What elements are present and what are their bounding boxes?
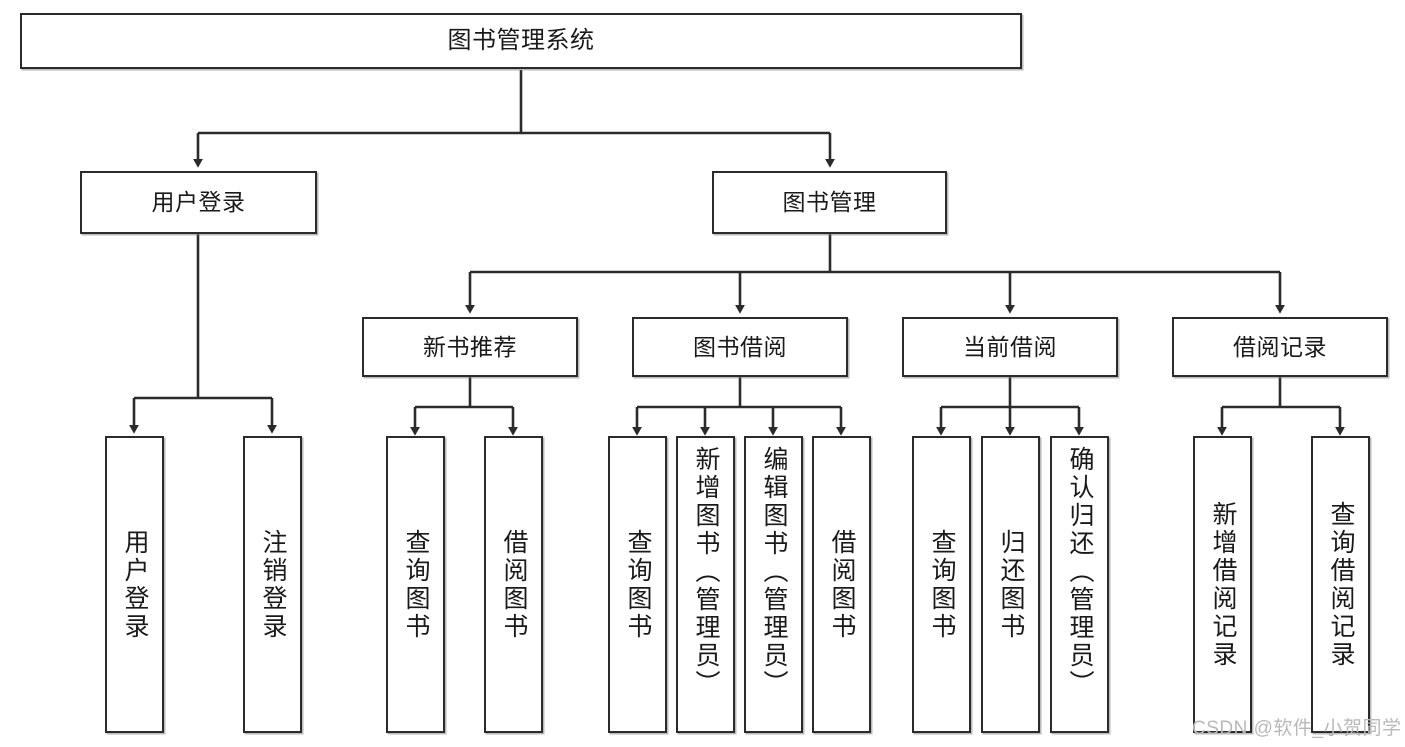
leaf-borrow-book-recommend[interactable]: 借阅图书 (484, 436, 543, 733)
leaf-logout[interactable]: 注销登录 (243, 436, 302, 733)
leaf-borrow-book[interactable]: 借阅图书 (812, 436, 871, 733)
leaf-query-borrow-record[interactable]: 查询借阅记录 (1311, 436, 1370, 733)
leaf-query-book-recommend[interactable]: 查询图书 (386, 436, 445, 733)
node-label: 图书管理 (782, 189, 877, 216)
node-label: 图书借阅 (693, 333, 787, 360)
node-label: 借阅图书 (500, 528, 528, 641)
node-label: 新增图书（管理员） (692, 446, 720, 698)
leaf-return-book[interactable]: 归还图书 (981, 436, 1040, 733)
leaf-confirm-return-admin[interactable]: 确认归还（管理员） (1050, 436, 1109, 733)
node-root-system[interactable]: 图书管理系统 (20, 13, 1022, 69)
node-label: 用户登录 (151, 189, 246, 216)
node-label: 新增借阅记录 (1209, 500, 1237, 669)
node-new-book-recommend[interactable]: 新书推荐 (362, 317, 578, 377)
leaf-query-book-borrow[interactable]: 查询图书 (608, 436, 667, 733)
node-book-borrow[interactable]: 图书借阅 (632, 317, 848, 377)
leaf-user-login[interactable]: 用户登录 (105, 436, 164, 733)
node-label: 查询图书 (624, 528, 652, 641)
node-label: 编辑图书（管理员） (760, 446, 788, 698)
node-label: 当前借阅 (963, 333, 1057, 360)
csdn-watermark: CSDN @软件_小贺同学 (1192, 718, 1402, 739)
node-label: 查询图书 (928, 528, 956, 641)
node-user-login[interactable]: 用户登录 (80, 171, 317, 234)
node-book-management[interactable]: 图书管理 (712, 171, 947, 234)
node-label: 查询图书 (402, 528, 430, 641)
node-label: 借阅图书 (828, 528, 856, 641)
leaf-add-book-admin[interactable]: 新增图书（管理员） (676, 436, 735, 733)
node-current-borrow[interactable]: 当前借阅 (902, 317, 1118, 377)
node-label: 借阅记录 (1233, 333, 1327, 360)
node-borrow-record[interactable]: 借阅记录 (1172, 317, 1388, 377)
node-label: 确认归还（管理员） (1066, 446, 1094, 698)
leaf-query-book-current[interactable]: 查询图书 (912, 436, 971, 733)
node-label: 查询借阅记录 (1327, 500, 1355, 669)
node-label: 注销登录 (259, 528, 287, 641)
node-label: 归还图书 (997, 528, 1025, 641)
leaf-add-borrow-record[interactable]: 新增借阅记录 (1193, 436, 1252, 733)
leaf-edit-book-admin[interactable]: 编辑图书（管理员） (744, 436, 803, 733)
node-label: 用户登录 (121, 528, 149, 641)
node-label: 新书推荐 (423, 333, 517, 360)
node-label: 图书管理系统 (447, 27, 595, 55)
